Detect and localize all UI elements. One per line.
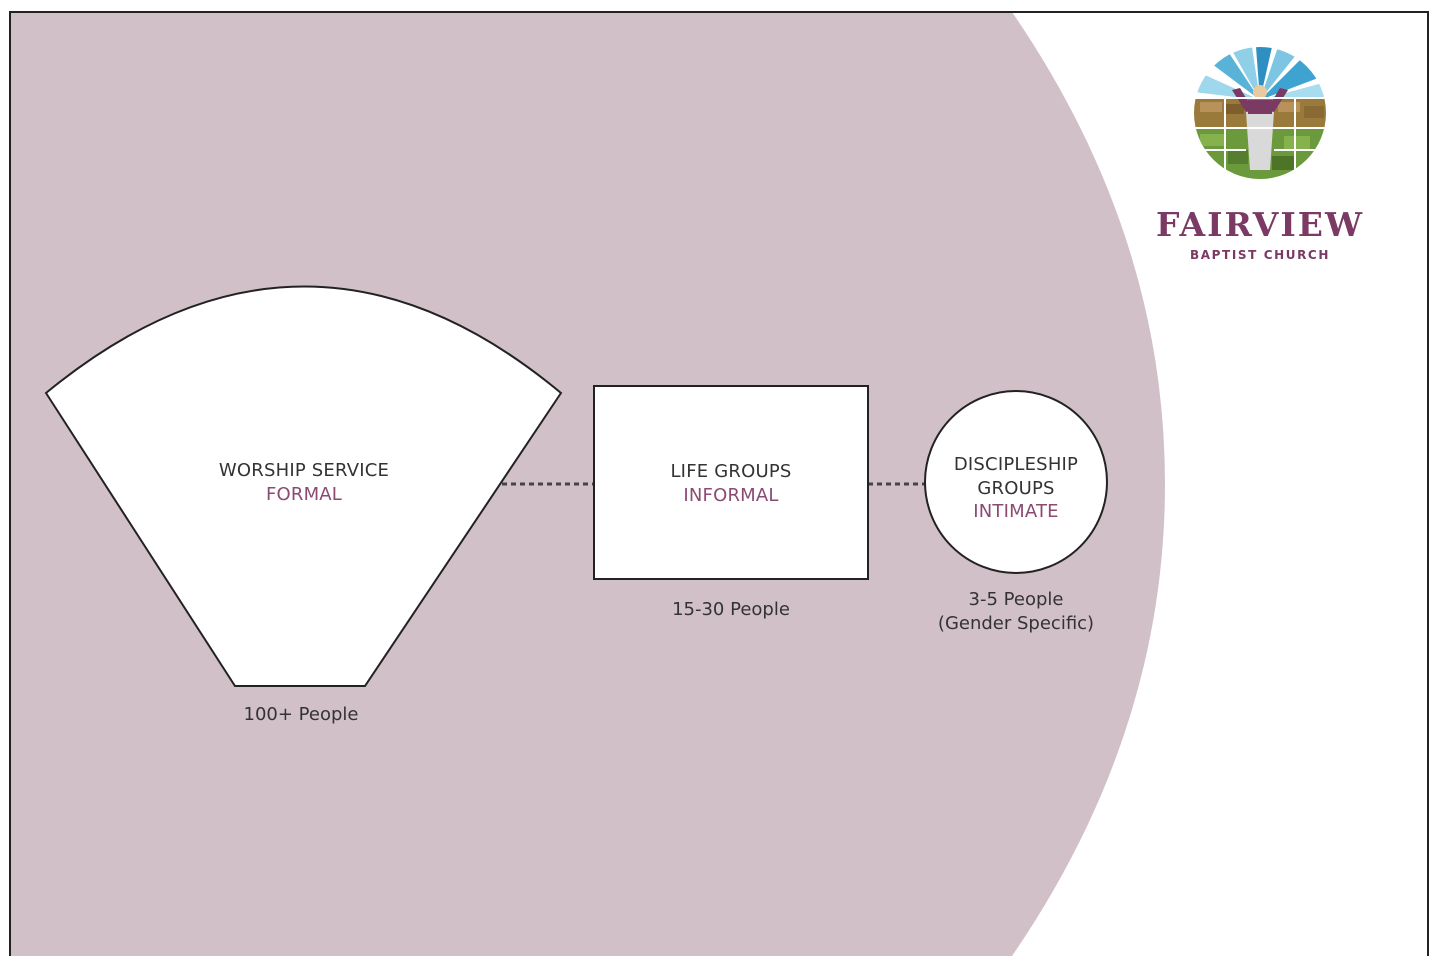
discipleship-groups-title-line2: GROUPS [977,478,1054,499]
worship-service-title: WORSHIP SERVICE [219,460,389,481]
life-groups-count: 15-30 People [672,599,790,620]
stained-glass-figure-icon [1194,47,1326,179]
discipleship-groups-type: INTIMATE [973,501,1059,522]
brand-subtitle: BAPTIST CHURCH [1190,248,1330,262]
worship-service-type: FORMAL [266,484,342,505]
worship-service-shape [44,285,563,687]
discipleship-groups-note: (Gender Specific) [938,613,1094,634]
discipleship-groups-shape [924,390,1108,574]
brand-name: FAIRVIEW [1156,205,1364,244]
discipleship-groups-count: 3-5 People [969,589,1064,610]
discipleship-groups-title-line1: DISCIPLESHIP [954,454,1078,475]
worship-service-count: 100+ People [244,704,359,725]
life-groups-title: LIFE GROUPS [670,461,791,482]
page-frame [9,11,1429,956]
life-groups-type: INFORMAL [683,485,778,506]
life-groups-shape [593,385,869,580]
